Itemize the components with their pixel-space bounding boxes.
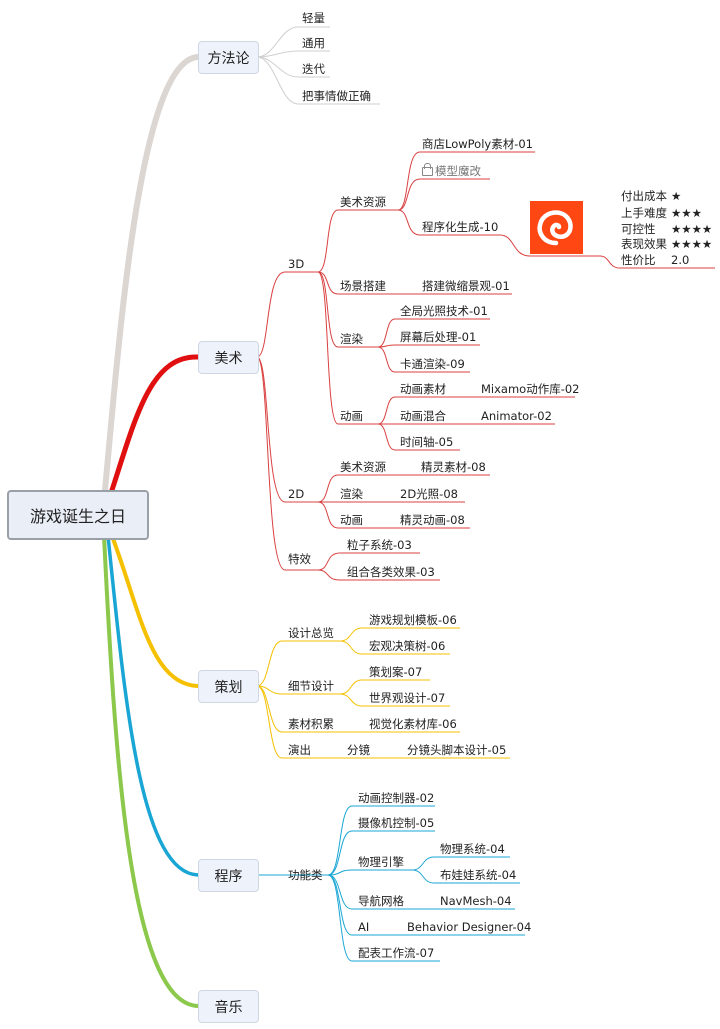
render-item[interactable]: 卡通渲染-09 [400, 357, 465, 371]
houdini-logo-icon [530, 201, 583, 254]
art-2d-item[interactable]: 动画 [340, 513, 363, 527]
method-item[interactable]: 通用 [302, 36, 325, 50]
art-2d-item[interactable]: 渲染 [340, 487, 363, 501]
prog-item[interactable]: 动画控制器-02 [358, 791, 435, 805]
plan-links [256, 627, 510, 759]
prog-phys[interactable]: 物理引擎 [358, 855, 404, 869]
art-2d-item[interactable]: 美术资源 [340, 460, 386, 474]
topic-art[interactable]: 美术 [198, 341, 259, 374]
asset-item[interactable]: 程序化生成-10 [422, 220, 499, 234]
branch-method [102, 54, 201, 493]
stat-value: ★★★★ [671, 222, 713, 236]
branch-plan [110, 534, 200, 688]
asset-item[interactable]: 模型魔改 [422, 163, 481, 178]
anim-item[interactable]: 动画混合 [400, 409, 446, 423]
topic-music[interactable]: 音乐 [198, 990, 259, 1023]
art-3d-scene[interactable]: 场景搭建 [340, 279, 386, 293]
plan-item[interactable]: 世界观设计-07 [369, 691, 446, 705]
art-fx[interactable]: 特效 [288, 552, 311, 566]
prog-item[interactable]: NavMesh-04 [440, 894, 512, 908]
root-topic[interactable]: 游戏诞生之日 [7, 490, 149, 540]
stat-value: ★★★★ [671, 237, 713, 251]
stat-value: 2.0 [671, 253, 690, 267]
prog-item[interactable]: 摄像机控制-05 [358, 816, 435, 830]
anim-item[interactable]: Mixamo动作库-02 [481, 382, 580, 396]
render-item[interactable]: 全局光照技术-01 [400, 304, 488, 318]
stat-key: 性价比 [621, 253, 656, 267]
anim-item[interactable]: Animator-02 [481, 409, 552, 423]
plan-perform-sub[interactable]: 分镜 [347, 743, 370, 757]
prog-item[interactable]: 布娃娃系统-04 [440, 868, 517, 882]
stat-key: 付出成本 [621, 189, 667, 203]
stat-key: 上手难度 [621, 206, 667, 220]
plan-perform[interactable]: 演出 [288, 743, 311, 757]
method-links [256, 26, 380, 105]
scene-item[interactable]: 搭建微缩景观-01 [422, 279, 510, 293]
lock-icon [422, 163, 433, 176]
plan-item[interactable]: 策划案-07 [369, 665, 423, 679]
method-item[interactable]: 轻量 [302, 11, 325, 25]
branch-prog [106, 534, 200, 877]
art-2d-item[interactable]: 2D光照-08 [400, 487, 458, 501]
fx-item[interactable]: 组合各类效果-03 [347, 565, 435, 579]
plan-item[interactable]: 视觉化素材库-06 [369, 717, 457, 731]
method-item[interactable]: 把事情做正确 [302, 89, 371, 103]
art-links [256, 151, 715, 581]
prog-func[interactable]: 功能类 [288, 868, 323, 882]
plan-item[interactable]: 游戏规划模板-06 [369, 613, 457, 627]
prog-item[interactable]: 配表工作流-07 [358, 946, 435, 960]
art-3d-render[interactable]: 渲染 [340, 332, 363, 346]
render-item[interactable]: 屏幕后处理-01 [400, 330, 477, 344]
art-3d-anim[interactable]: 动画 [340, 409, 363, 423]
art-2d-item[interactable]: 精灵素材-08 [421, 460, 486, 474]
branch-music [102, 534, 200, 1008]
plan-detail[interactable]: 细节设计 [288, 679, 334, 693]
plan-item[interactable]: 宏观决策树-06 [369, 639, 446, 653]
anim-item[interactable]: 动画素材 [400, 382, 446, 396]
asset-item-label: 模型魔改 [435, 164, 481, 178]
prog-item[interactable]: Behavior Designer-04 [407, 920, 532, 934]
branch-art [109, 354, 201, 493]
prog-ai[interactable]: AI [358, 920, 370, 934]
stat-key: 表现效果 [621, 237, 667, 251]
plan-overview[interactable]: 设计总览 [288, 626, 334, 640]
stat-value: ★ [671, 189, 682, 203]
plan-material[interactable]: 素材积累 [288, 717, 334, 731]
art-3d-assets[interactable]: 美术资源 [340, 195, 386, 209]
stat-key: 可控性 [621, 222, 656, 236]
art-2d[interactable]: 2D [288, 487, 305, 501]
topic-method[interactable]: 方法论 [198, 41, 259, 74]
method-item[interactable]: 迭代 [302, 62, 325, 76]
asset-item[interactable]: 商店LowPoly素材-01 [422, 137, 533, 151]
art-3d[interactable]: 3D [288, 257, 305, 271]
prog-links [257, 805, 525, 962]
art-2d-item[interactable]: 精灵动画-08 [400, 513, 465, 527]
anim-item[interactable]: 时间轴-05 [400, 435, 454, 449]
fx-item[interactable]: 粒子系统-03 [347, 538, 412, 552]
topic-prog[interactable]: 程序 [198, 859, 259, 892]
prog-nav[interactable]: 导航网格 [358, 894, 404, 908]
prog-item[interactable]: 物理系统-04 [440, 842, 505, 856]
stat-value: ★★★ [671, 206, 702, 220]
topic-plan[interactable]: 策划 [198, 670, 259, 703]
plan-item[interactable]: 分镜头脚本设计-05 [407, 743, 507, 757]
